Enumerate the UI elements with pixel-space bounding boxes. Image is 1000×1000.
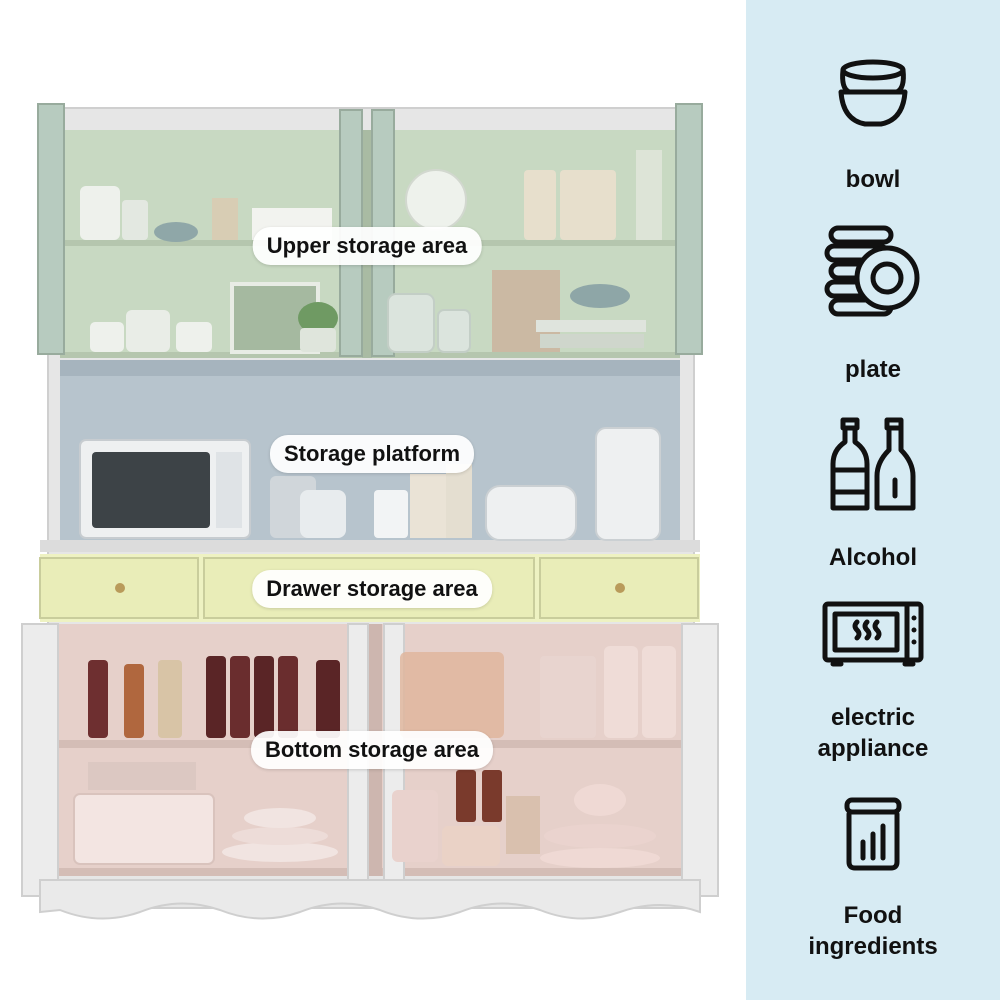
legend-label-bowl: bowl (845, 166, 901, 193)
plate-icon (824, 225, 920, 317)
alcohol-icon (830, 417, 916, 511)
legend-item-alcohol: Alcohol (746, 416, 1000, 573)
legend-item-electric-appliance: electric appliance (746, 600, 1000, 764)
zone-label-bottom-storage-area: Bottom storage area (251, 731, 493, 769)
legend-label-food-ingredients: Food ingredients (808, 902, 938, 960)
legend-label-electric-appliance: electric appliance (817, 704, 929, 762)
legend-item-food-ingredients: Food ingredients (746, 796, 1000, 962)
legend-label-alcohol: Alcohol (829, 544, 917, 571)
food-jar-icon (844, 797, 902, 871)
legend-label-plate: plate (844, 356, 901, 383)
zone-label-drawer-storage-area: Drawer storage area (252, 570, 492, 608)
microwave-icon (822, 601, 924, 667)
legend-item-plate: plate (746, 222, 1000, 385)
bowl-icon (838, 59, 908, 127)
legend-item-bowl: bowl (746, 54, 1000, 195)
cabinet-photo (21, 103, 719, 920)
zone-label-storage-platform: Storage platform (269, 435, 475, 473)
zone-label-upper-storage-area: Upper storage area (252, 227, 482, 265)
legend-sidebar: bowl plate (746, 0, 1000, 1000)
